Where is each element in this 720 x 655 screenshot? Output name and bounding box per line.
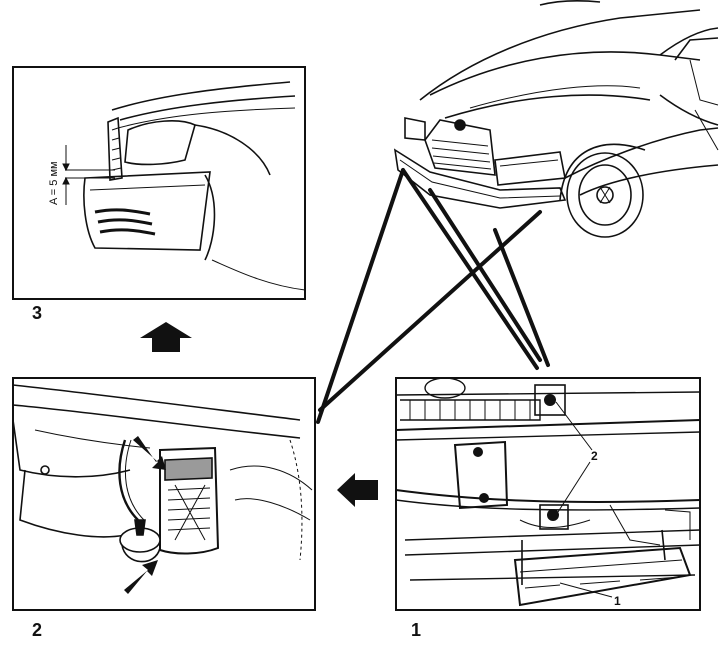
dimension-label: A = 5 мм	[48, 161, 60, 205]
pointer-arrow-icon	[124, 436, 166, 594]
panel-number-3: 3	[32, 303, 43, 323]
dimension-marker	[62, 145, 70, 205]
panel-1: 2 1	[395, 377, 701, 611]
callout-part-1: 1	[614, 594, 621, 608]
panel-2	[12, 377, 316, 611]
panel-number-2: 2	[32, 620, 43, 640]
arrow-left-icon	[337, 473, 378, 507]
callout-part-2: 2	[591, 449, 598, 463]
panel-3: A = 5 мм	[12, 66, 306, 300]
panel-number-1: 1	[411, 620, 422, 640]
car-overview	[393, 0, 719, 238]
arrow-up-icon	[140, 322, 192, 352]
leader-lines	[316, 168, 550, 424]
